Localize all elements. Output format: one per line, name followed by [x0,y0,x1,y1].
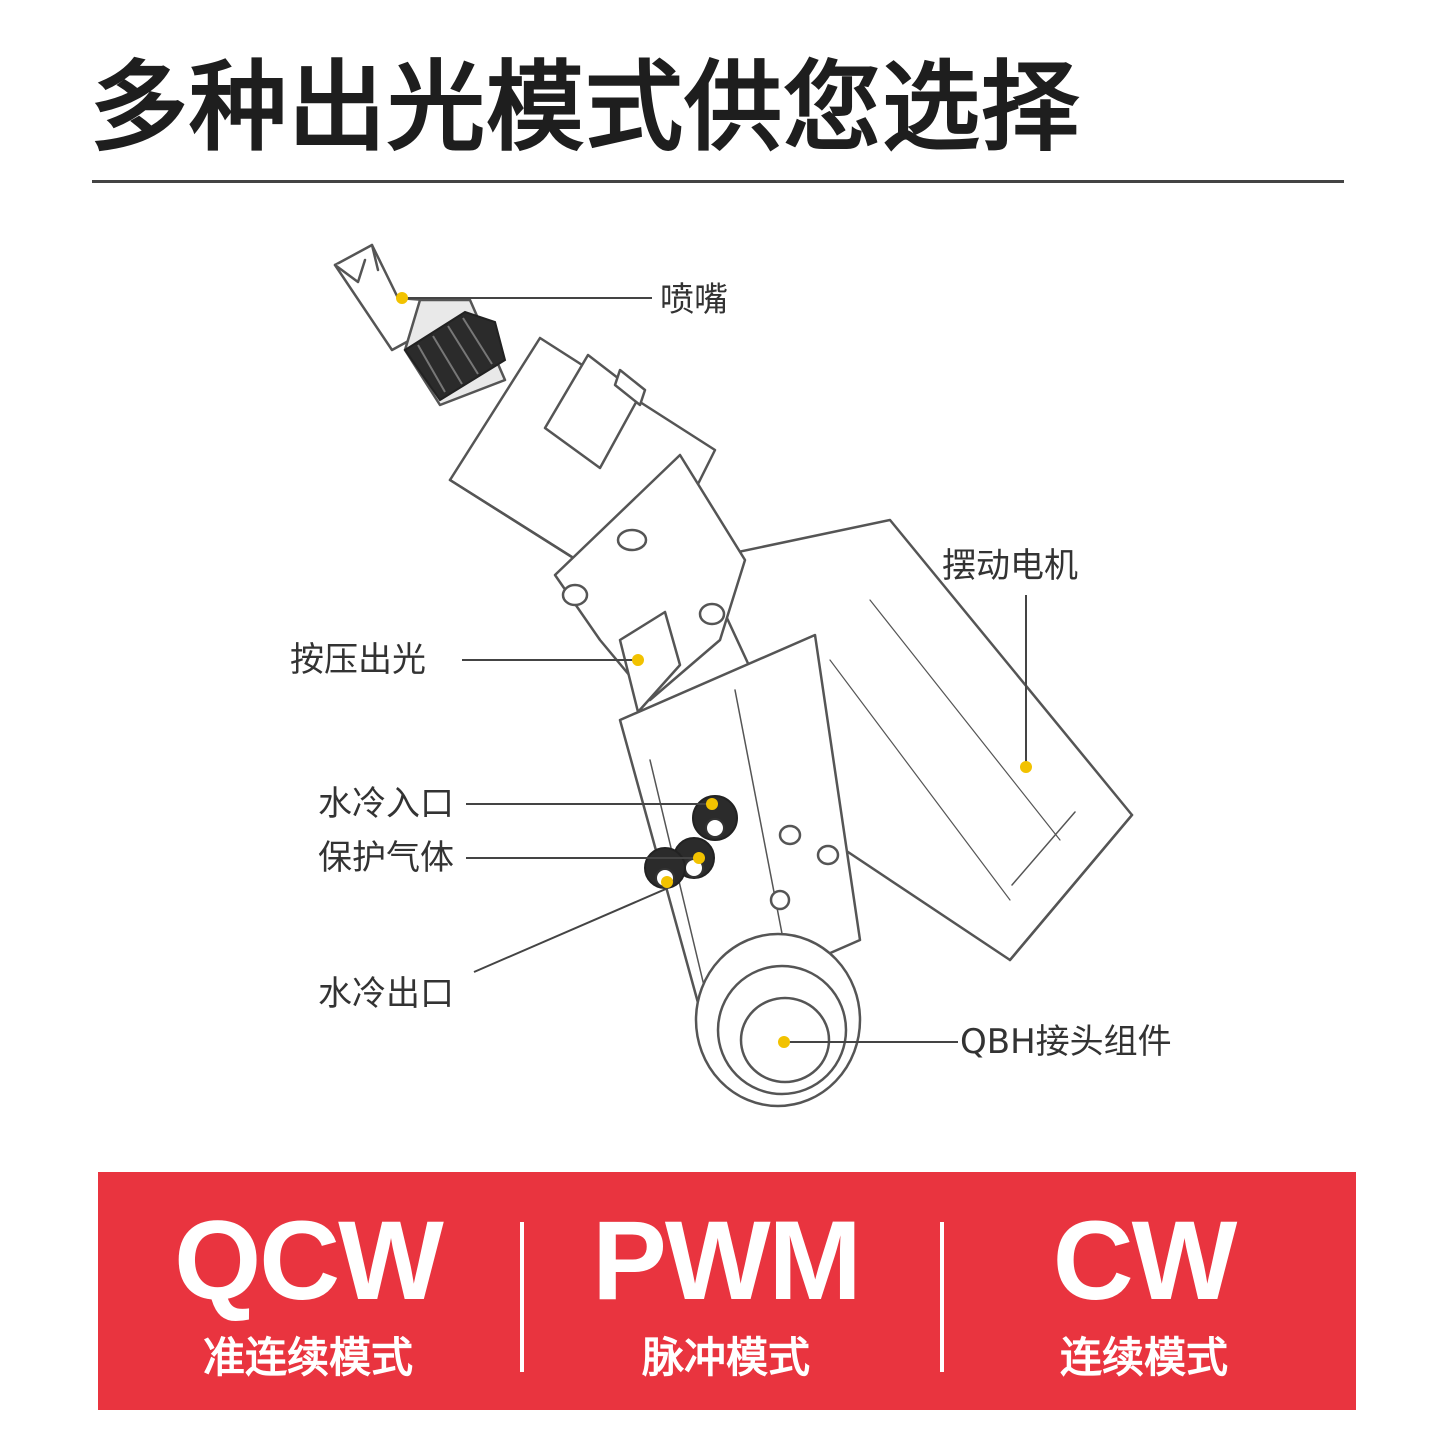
mode-code-cw: CW [1052,1198,1238,1323]
mode-code-pwm: PWM [592,1198,862,1323]
callout-nozzle: 喷嘴 [660,280,728,320]
callout-dot-water-inlet [706,798,718,810]
callout-dot-qbh [778,1036,790,1048]
joint-block [553,453,747,714]
callout-shield-gas: 保护气体 [318,838,454,878]
knurled-nut [403,310,507,402]
water-inlet-fitting [692,795,738,841]
lower-grip [618,633,862,1012]
callout-water-inlet: 水冷入口 [318,784,454,824]
mode-pwm: PWM 脉冲模式 [516,1172,936,1410]
leader-line-water-outlet [473,887,669,973]
callout-dot-water-outlet [661,876,673,888]
mode-code-qcw: QCW [174,1198,444,1323]
callout-qbh-connector: QBH接头组件 [960,1022,1172,1062]
callout-dot-nozzle [396,292,408,304]
mode-name-cw: 连续模式 [1059,1333,1228,1382]
callout-dot-swing-motor [1020,761,1032,773]
mode-separator [940,1222,944,1372]
page-title: 多种出光模式供您选择 [90,51,1081,165]
callout-dot-shield-gas [693,852,705,864]
callout-water-outlet: 水冷出口 [318,974,454,1014]
mode-separator [520,1222,524,1372]
mode-cw: CW 连续模式 [934,1172,1354,1410]
mode-name-pwm: 脉冲模式 [641,1333,810,1382]
qbh-connector-ring [694,932,862,1108]
callout-dot-press-emit [632,654,644,666]
callout-swing-motor: 摆动电机 [942,546,1078,586]
callout-press-emit: 按压出光 [290,640,426,680]
mode-name-qcw: 准连续模式 [202,1333,413,1382]
welding-head-diagram [333,243,1134,1108]
mode-qcw: QCW 准连续模式 [98,1172,518,1410]
modes-banner: QCW 准连续模式 PWM 脉冲模式 CW 连续模式 [98,1172,1356,1410]
title-divider [92,180,1344,183]
